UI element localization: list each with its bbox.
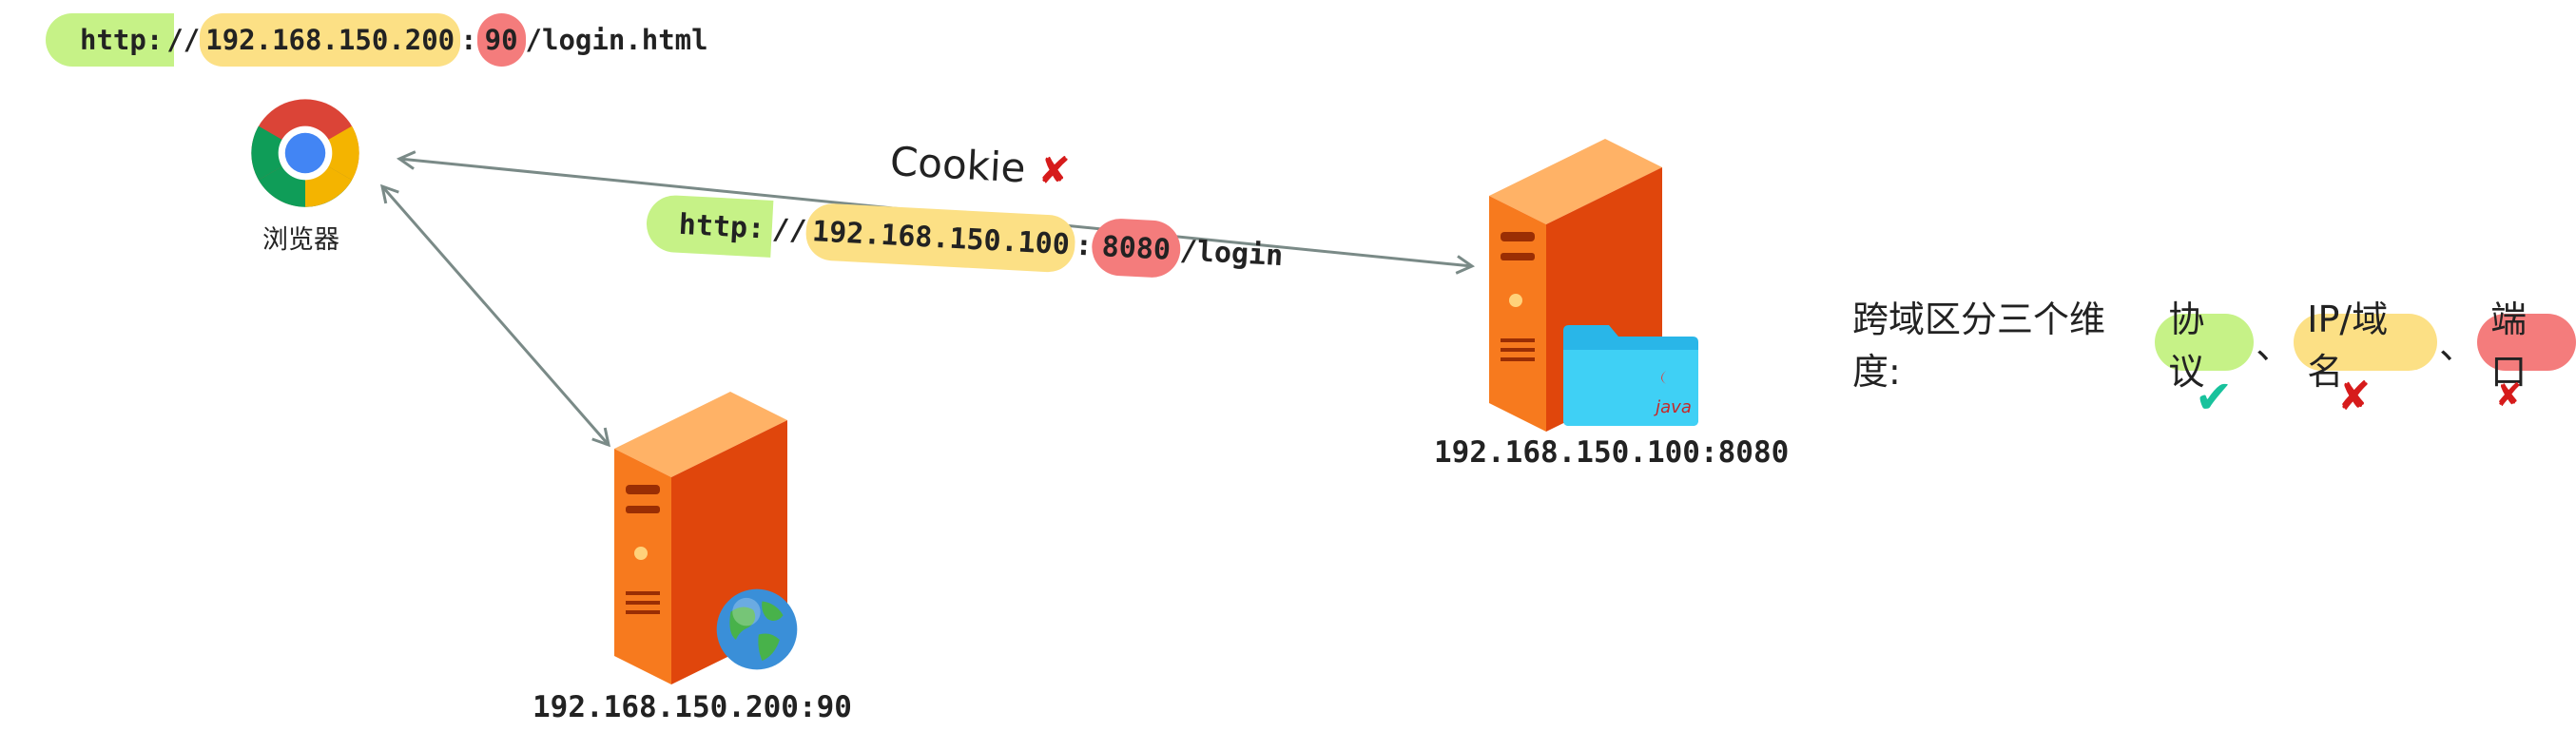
dimension-port: 端口	[2477, 299, 2576, 393]
dimension-separator: 、	[2439, 324, 2476, 367]
top-url: http://192.168.150.200:90/login.html	[46, 13, 708, 67]
globe-icon	[716, 588, 798, 670]
chrome-icon	[251, 99, 359, 207]
top-url-colon: :	[460, 24, 477, 56]
port-cross-icon: ✘	[2495, 376, 2523, 414]
frontend-server-label: 192.168.150.200:90	[533, 690, 852, 724]
top-url-protocol: http:	[46, 13, 175, 67]
dimension-separator: 、	[2256, 324, 2293, 367]
dimension-protocol: 协议	[2155, 299, 2255, 393]
cross-origin-dimensions: 跨域区分三个维度: 协议 、 IP/域名 、 端口	[1850, 299, 2576, 393]
browser-label: 浏览器	[262, 225, 339, 255]
mid-url-slashes: //	[771, 212, 808, 248]
cookie-cross-icon: ✘	[1036, 148, 1072, 194]
backend-server-label: 192.168.150.100:8080	[1434, 435, 1790, 470]
mid-url-path: /login	[1179, 233, 1285, 273]
java-folder-icon: java	[1563, 325, 1698, 426]
arrow-browser-frontend	[379, 183, 611, 448]
top-url-slashes: //	[166, 24, 201, 56]
top-url-ip: 192.168.150.200	[200, 13, 461, 67]
dimensions-prefix: 跨域区分三个维度:	[1852, 299, 2106, 393]
mid-url-colon: :	[1074, 228, 1094, 263]
top-url-path: /login.html	[525, 24, 708, 56]
cookie-text: Cookie	[888, 138, 1027, 192]
mid-url-protocol: http:	[645, 194, 774, 258]
java-badge-text: java	[1653, 397, 1692, 417]
ip-cross-icon: ✘	[2337, 373, 2372, 419]
cookie-label: Cookie ✘	[889, 138, 1072, 194]
top-url-port: 90	[476, 13, 526, 67]
protocol-check-icon: ✔	[2195, 371, 2234, 424]
dimension-ip-domain: IP/域名	[2294, 299, 2438, 393]
mid-url-port: 8080	[1091, 217, 1182, 279]
